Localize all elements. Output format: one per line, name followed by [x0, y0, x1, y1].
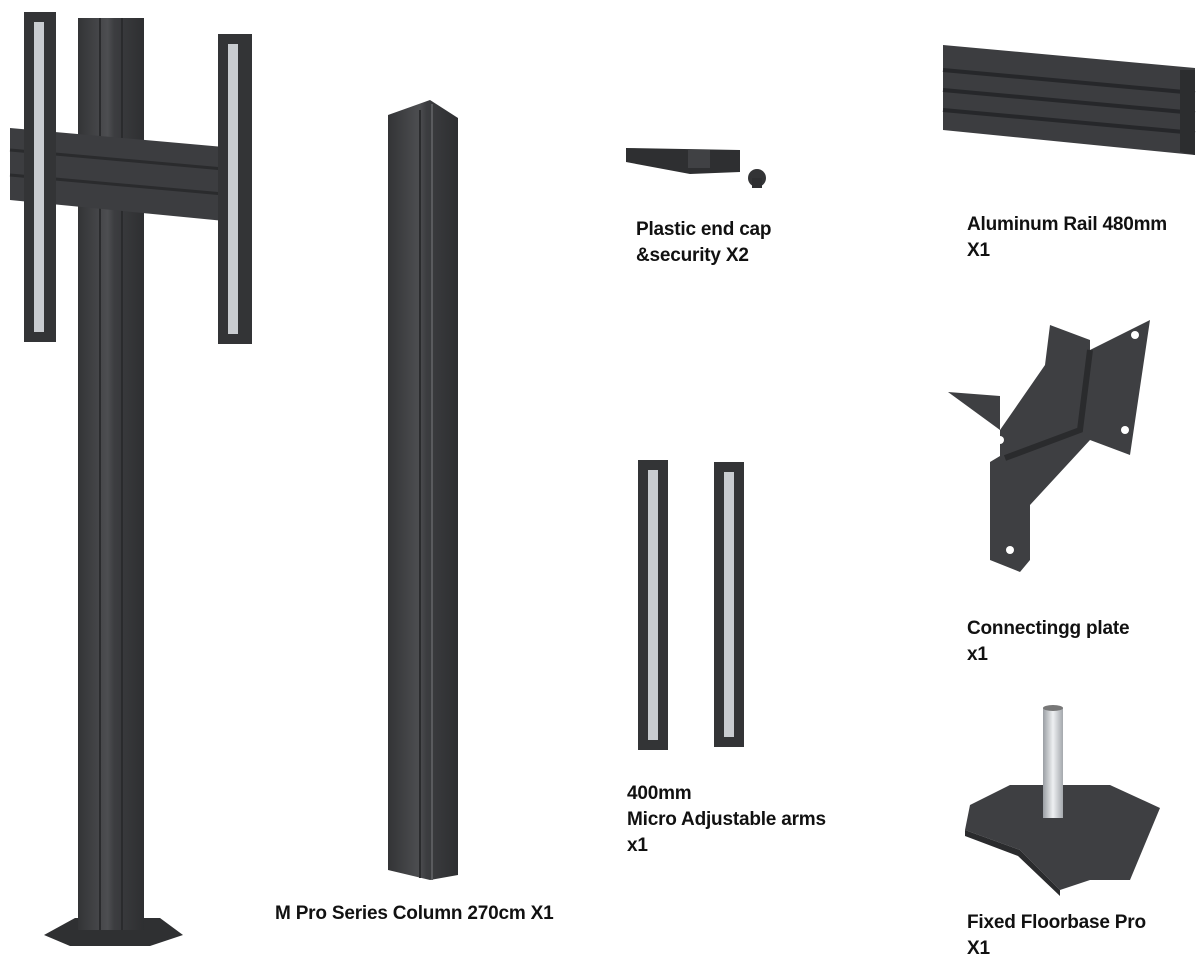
floorbase-illustration [965, 705, 1160, 896]
arms-label: 400mm Micro Adjustable arms x1 [627, 781, 826, 859]
rail-name: Aluminum Rail 480mm [967, 214, 1167, 235]
rail-quantity: X1 [967, 240, 990, 261]
connecting-plate-illustration [948, 320, 1150, 572]
plate-quantity: x1 [967, 644, 988, 665]
column-name: M Pro Series Column 270cm X1 [275, 903, 554, 924]
arms-quantity: x1 [627, 835, 648, 856]
column-illustration [388, 100, 458, 880]
plate-label: Connectingg plate x1 [967, 616, 1130, 668]
plate-name: Connectingg plate [967, 618, 1130, 639]
end-cap-illustration [626, 148, 766, 188]
aluminum-rail-illustration [942, 45, 1196, 155]
arms-size: 400mm [627, 783, 692, 804]
assembled-stand-illustration [9, 12, 252, 946]
floorbase-label: Fixed Floorbase Pro X1 [967, 910, 1146, 956]
rail-label: Aluminum Rail 480mm X1 [967, 212, 1167, 264]
floorbase-name: Fixed Floorbase Pro [967, 912, 1146, 933]
end-cap-quantity: &security X2 [636, 245, 749, 266]
end-cap-name: Plastic end cap [636, 219, 772, 240]
adjustable-arms-illustration [638, 460, 744, 750]
arms-name: Micro Adjustable arms [627, 809, 826, 830]
column-label: M Pro Series Column 270cm X1 [275, 901, 554, 927]
floorbase-quantity: X1 [967, 938, 990, 956]
end-cap-label: Plastic end cap &security X2 [636, 217, 772, 269]
